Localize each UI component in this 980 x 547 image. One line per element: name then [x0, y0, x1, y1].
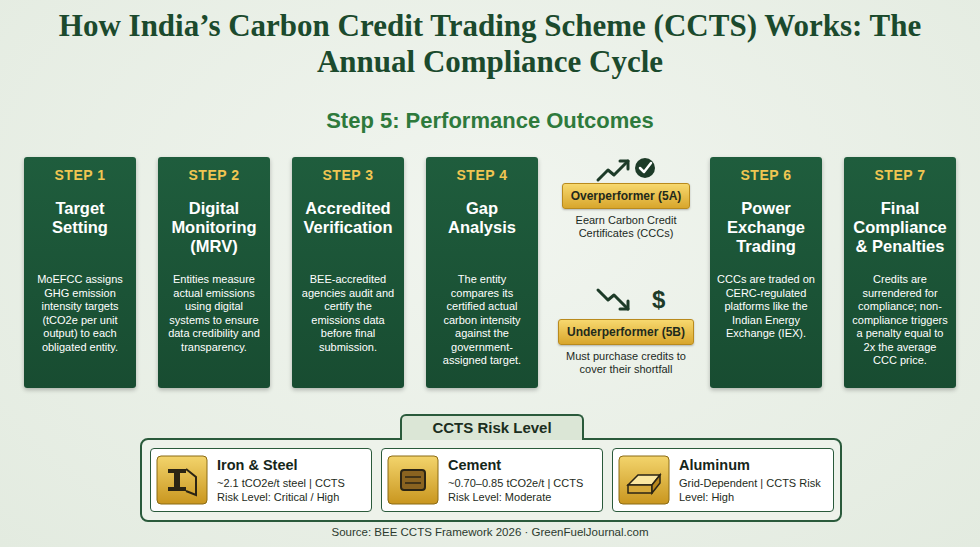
- step-card: STEP 6 Power Exchange TradingCCCs are tra…: [710, 157, 822, 388]
- step-body: CCCs are traded on CERC-regulated platfo…: [717, 273, 815, 341]
- step-title: Accredited Verification: [299, 199, 397, 257]
- step-card: STEP 7 Final Compliance & PenaltiesCredit…: [844, 157, 956, 388]
- sector-box: Iron & Steel ~2.1 tCO2e/t steel | CCTS Ri…: [150, 448, 372, 512]
- cement-icon: [387, 455, 439, 505]
- step-number: STEP 4: [433, 167, 531, 183]
- step-body: MoEFCC assigns GHG emission intensity ta…: [31, 273, 129, 354]
- trend-up-icon: [598, 161, 628, 180]
- trend-down-icon: [598, 290, 628, 309]
- step-card: STEP 1 Target SettingMoEFCC assigns GHG e…: [24, 157, 136, 388]
- step-body: BEE-accredited agencies audit and certif…: [299, 273, 397, 354]
- dollar-symbol: $: [652, 286, 665, 314]
- alu-icon: [618, 455, 670, 505]
- section-heading: Step 5: Performance Outcomes: [290, 108, 690, 134]
- step-card: STEP 2 Digital Monitoring (MRV) Entities m…: [158, 157, 270, 388]
- step-title: Target Setting: [31, 199, 129, 257]
- step-number: STEP 3: [299, 167, 397, 183]
- sector-detail: ~0.70–0.85 tCO2e/t | CCTS Risk Level: Mo…: [448, 476, 596, 504]
- step-card: STEP 3 Accredited VerificationBEE-accredi…: [292, 157, 404, 388]
- sector-name: Iron & Steel: [217, 457, 365, 473]
- step-number: STEP 7: [851, 167, 949, 183]
- step-number: STEP 1: [31, 167, 129, 183]
- step-body: Entities measure actual emissions using …: [165, 273, 263, 354]
- outcome-pill: Overperformer (5A) Eearn Carbon Credit Ce…: [552, 183, 700, 240]
- sector-detail: Grid-Dependent | CCTS Risk Level: High: [679, 476, 827, 504]
- risk-panel: CCTS Risk LevelIron & Steel~2.1 tCO2e/t …: [140, 438, 842, 522]
- outcome-label: Overperformer (5A): [562, 183, 691, 209]
- diagram-title: How India’s Carbon Credit Trading Scheme…: [40, 8, 940, 80]
- step-body: The entity compares its certified actual…: [433, 273, 531, 368]
- sector-box: AluminumGrid-Dependent | CCTS Risk Level…: [612, 448, 834, 512]
- step-title: Power Exchange Trading: [717, 199, 815, 257]
- step-number: STEP 6: [717, 167, 815, 183]
- outcome-label: Underperformer (5B): [558, 319, 694, 345]
- sector-detail: ~2.1 tCO2e/t steel | CCTS Risk Level: Cr…: [217, 476, 365, 504]
- outcome-pill: Underperformer (5B) Must purchase credits…: [552, 319, 700, 389]
- step-title: Final Compliance & Penalties: [851, 199, 949, 257]
- step-title: Gap Analysis: [433, 199, 531, 257]
- steel-icon: [156, 455, 208, 505]
- step-body: Credits are surrendered for compliance; …: [851, 273, 949, 368]
- step-title: Digital Monitoring (MRV): [165, 199, 263, 257]
- source-caption: Source: BEE CCTS Framework 2026 · GreenF…: [240, 526, 740, 538]
- step-number: STEP 2: [165, 167, 263, 183]
- sector-name: Cement: [448, 457, 596, 473]
- panel-tab: CCTS Risk Level: [400, 414, 584, 440]
- step-card: STEP 4 Gap AnalysisThe entity compares it…: [426, 157, 538, 388]
- sector-name: Aluminum: [679, 457, 827, 473]
- outcome-note: Eearn Carbon Credit Certificates (CCCs): [552, 214, 700, 240]
- check-icon: [635, 158, 655, 178]
- sector-box: Cement ~0.70–0.85 tCO2e/t | CCTS Risk Lev…: [381, 448, 603, 512]
- outcome-note: Must purchase credits to cover their sho…: [552, 350, 700, 376]
